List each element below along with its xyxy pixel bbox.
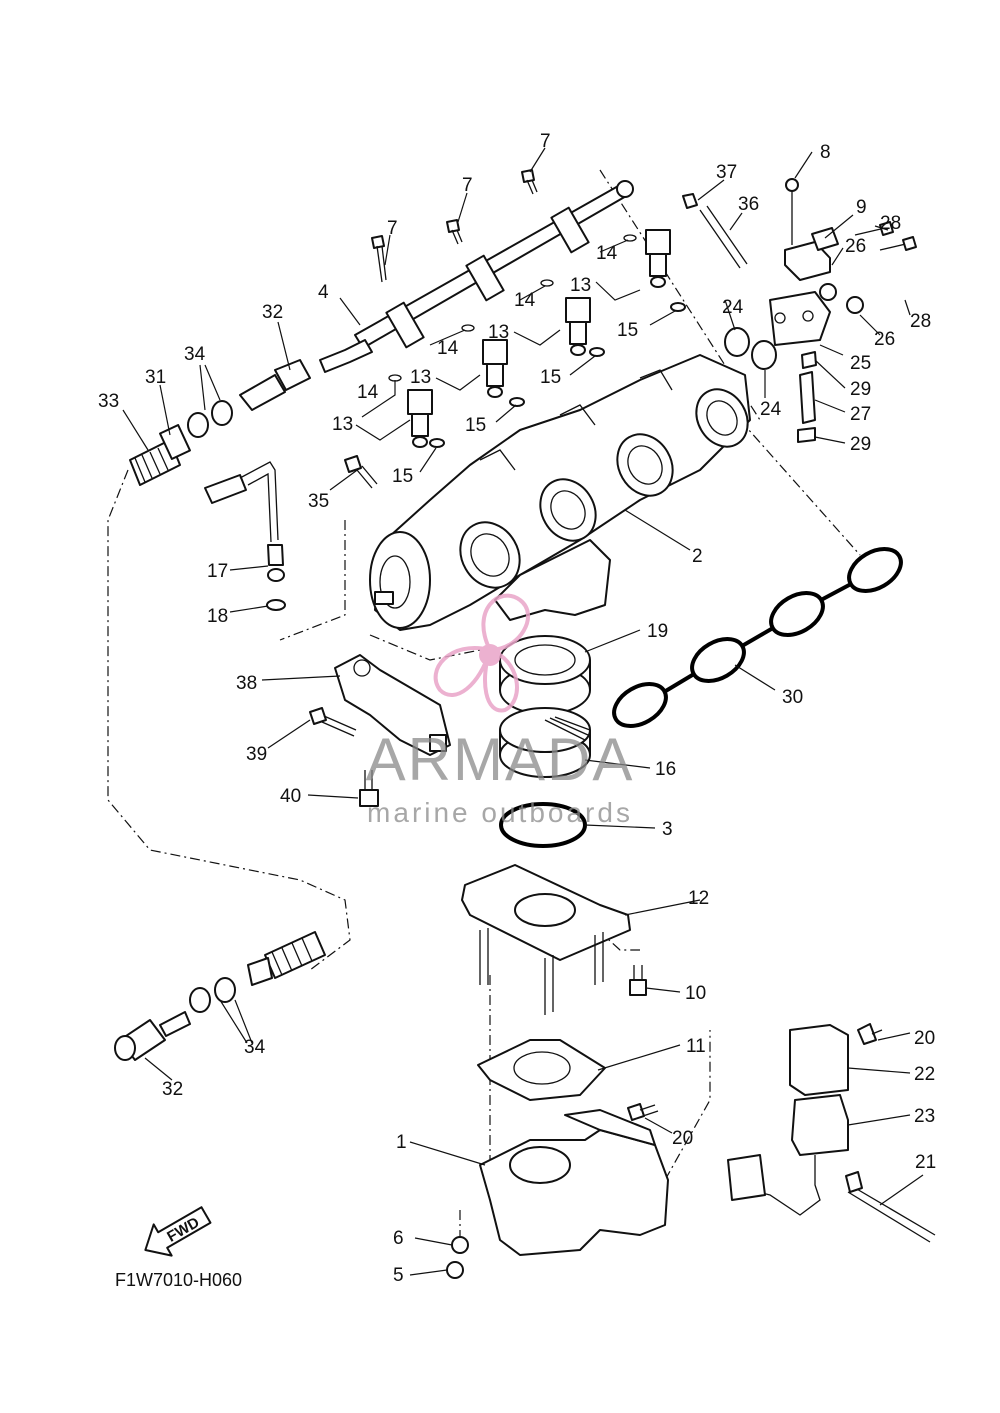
throttle-spacer-parts <box>499 635 591 848</box>
callout-7: 7 <box>540 131 551 152</box>
callout-32: 32 <box>262 302 283 323</box>
fwd-arrow: FWD <box>144 1206 212 1257</box>
adapter-plate <box>461 864 647 1015</box>
callout-27: 27 <box>850 404 871 425</box>
callout-15: 15 <box>617 320 638 341</box>
callout-25: 25 <box>850 353 871 374</box>
callout-30: 30 <box>782 687 803 708</box>
throttle-gasket <box>477 1039 606 1101</box>
fuel-rail <box>319 180 634 373</box>
callout-28: 28 <box>910 311 931 332</box>
rail-bolts <box>371 169 538 283</box>
callout-22: 22 <box>914 1064 935 1085</box>
callout-13: 13 <box>570 275 591 296</box>
intake-manifold <box>369 354 751 631</box>
callout-37: 37 <box>716 162 737 183</box>
watermark: ARMADA marine outboards <box>366 593 635 828</box>
callout-29: 29 <box>850 434 871 455</box>
callout-39: 39 <box>246 744 267 765</box>
callout-13: 13 <box>410 367 431 388</box>
bolt-35 <box>344 455 378 489</box>
callout-9: 9 <box>856 197 867 218</box>
callout-40: 40 <box>280 786 301 807</box>
diagram-code: F1W7010-H060 <box>115 1270 242 1290</box>
callout-35: 35 <box>308 491 329 512</box>
callout-15: 15 <box>465 415 486 436</box>
callout-7: 7 <box>387 218 398 239</box>
callout-14: 14 <box>514 290 536 311</box>
callout-11: 11 <box>686 1036 706 1057</box>
callout-8: 8 <box>820 142 831 163</box>
callout-13: 13 <box>488 322 509 343</box>
callout-21: 21 <box>915 1152 936 1173</box>
callout-18: 18 <box>207 606 228 627</box>
callout-15: 15 <box>540 367 561 388</box>
throttle-body <box>446 1103 669 1279</box>
intake-gasket <box>612 547 903 728</box>
callout-36: 36 <box>738 194 759 215</box>
callout-labels: 4 32 34 31 33 7 7 7 8 9 37 36 28 28 26 2… <box>98 131 936 1286</box>
callout-5: 5 <box>393 1265 404 1286</box>
callout-1: 1 <box>396 1132 407 1153</box>
callout-28: 28 <box>880 213 901 234</box>
callout-20: 20 <box>914 1028 935 1049</box>
callout-24: 24 <box>722 297 744 318</box>
callout-13: 13 <box>332 414 353 435</box>
callout-15: 15 <box>392 466 413 487</box>
callout-23: 23 <box>914 1106 935 1127</box>
callout-14: 14 <box>596 243 618 264</box>
callout-26: 26 <box>874 329 895 350</box>
callout-26: 26 <box>845 236 866 257</box>
sensor-bracket <box>682 178 917 443</box>
bracket-38 <box>309 654 451 807</box>
callout-2: 2 <box>692 546 703 567</box>
callout-7: 7 <box>462 175 473 196</box>
callout-3: 3 <box>662 819 673 840</box>
callout-34: 34 <box>184 344 206 365</box>
callout-16: 16 <box>655 759 676 780</box>
watermark-logo-icon <box>433 593 531 713</box>
callout-17: 17 <box>207 561 228 582</box>
center-lines <box>107 169 861 1240</box>
callout-32: 32 <box>162 1079 183 1100</box>
callout-29: 29 <box>850 379 871 400</box>
callout-20: 20 <box>672 1128 693 1149</box>
callout-14: 14 <box>437 338 459 359</box>
callout-14: 14 <box>357 382 379 403</box>
callout-6: 6 <box>393 1228 404 1249</box>
wiring-harness <box>727 1023 936 1243</box>
callout-31: 31 <box>145 367 166 388</box>
callout-34: 34 <box>244 1037 266 1058</box>
watermark-brand: ARMADA <box>366 726 635 793</box>
callout-10: 10 <box>685 983 706 1004</box>
callout-24: 24 <box>760 399 782 420</box>
callout-4: 4 <box>318 282 329 303</box>
lower-left-hose-end <box>114 931 326 1061</box>
leader-lines <box>122 147 924 1276</box>
injectors <box>388 229 686 448</box>
callout-38: 38 <box>236 673 257 694</box>
callout-12: 12 <box>688 888 709 909</box>
callout-19: 19 <box>647 621 668 642</box>
callout-33: 33 <box>98 391 119 412</box>
left-hose-assembly <box>129 359 311 611</box>
watermark-tagline: marine outboards <box>367 797 633 828</box>
